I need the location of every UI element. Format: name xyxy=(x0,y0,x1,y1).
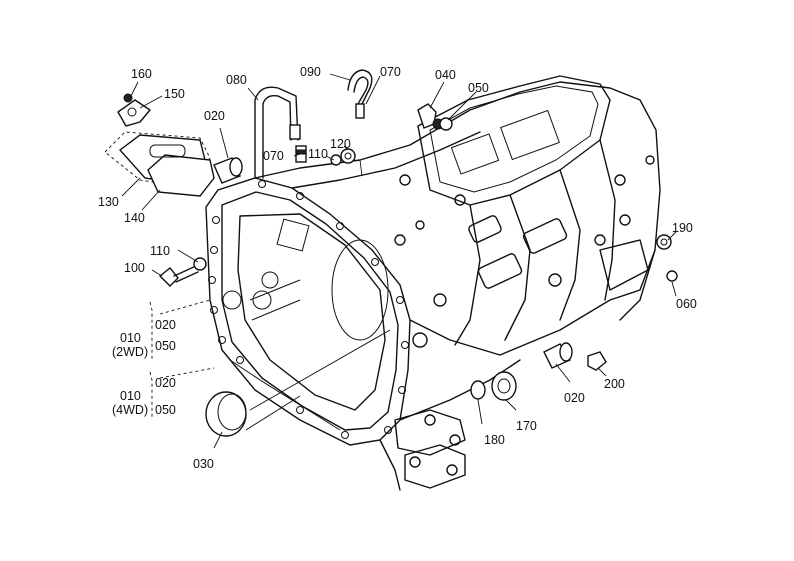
ring-180 xyxy=(470,380,486,400)
hose-090 xyxy=(347,69,373,119)
label-190: 190 xyxy=(672,221,693,235)
label-040: 040 xyxy=(435,68,456,82)
label-100: 100 xyxy=(124,261,145,275)
seal-170 xyxy=(491,371,517,401)
label-050-2wd: 050 xyxy=(155,339,176,353)
label-050-top: 050 xyxy=(468,81,489,95)
nut-110-120 xyxy=(330,148,356,166)
label-130: 130 xyxy=(98,195,119,209)
bushing-020-top xyxy=(213,157,243,184)
cover-130-140 xyxy=(104,131,215,197)
label-110-left: 110 xyxy=(150,244,170,258)
fitting-070-left xyxy=(295,145,307,163)
label-070-mid: 070 xyxy=(263,149,284,163)
label-020-top: 020 xyxy=(204,109,225,123)
label-170: 170 xyxy=(516,419,537,433)
label-160: 160 xyxy=(131,67,152,81)
oring-060 xyxy=(666,270,678,282)
clamp-150-160 xyxy=(117,93,151,127)
pipe-080 xyxy=(254,86,301,179)
bolt-040-washer-050 xyxy=(417,103,453,131)
part-labels: 160 150 080 090 070 040 050 020 120 070 … xyxy=(98,65,697,471)
label-030: 030 xyxy=(193,457,214,471)
label-020-4wd: 020 xyxy=(155,376,176,390)
label-090: 090 xyxy=(300,65,321,79)
plug-200 xyxy=(587,351,607,371)
label-200: 200 xyxy=(604,377,625,391)
label-4wd: (4WD) xyxy=(112,403,148,417)
bolt-100-washer-110 xyxy=(158,257,207,287)
label-180: 180 xyxy=(484,433,505,447)
label-110-top: 110 xyxy=(308,147,328,161)
bushing-020-lower xyxy=(543,342,573,369)
label-010-2wd: 010 xyxy=(120,331,141,345)
label-2wd: (2WD) xyxy=(112,345,148,359)
label-010-4wd: 010 xyxy=(120,389,141,403)
leader-lines xyxy=(121,73,677,449)
label-020-2wd: 020 xyxy=(155,318,176,332)
label-070-top: 070 xyxy=(380,65,401,79)
label-140: 140 xyxy=(124,211,145,225)
label-080: 080 xyxy=(226,73,247,87)
cap-030 xyxy=(205,391,247,437)
label-020-lower: 020 xyxy=(564,391,585,405)
label-050-4wd: 050 xyxy=(155,403,176,417)
transmission-case xyxy=(205,75,661,491)
label-120: 120 xyxy=(330,137,351,151)
plug-190 xyxy=(656,234,672,250)
label-060: 060 xyxy=(676,297,697,311)
label-150: 150 xyxy=(164,87,185,101)
